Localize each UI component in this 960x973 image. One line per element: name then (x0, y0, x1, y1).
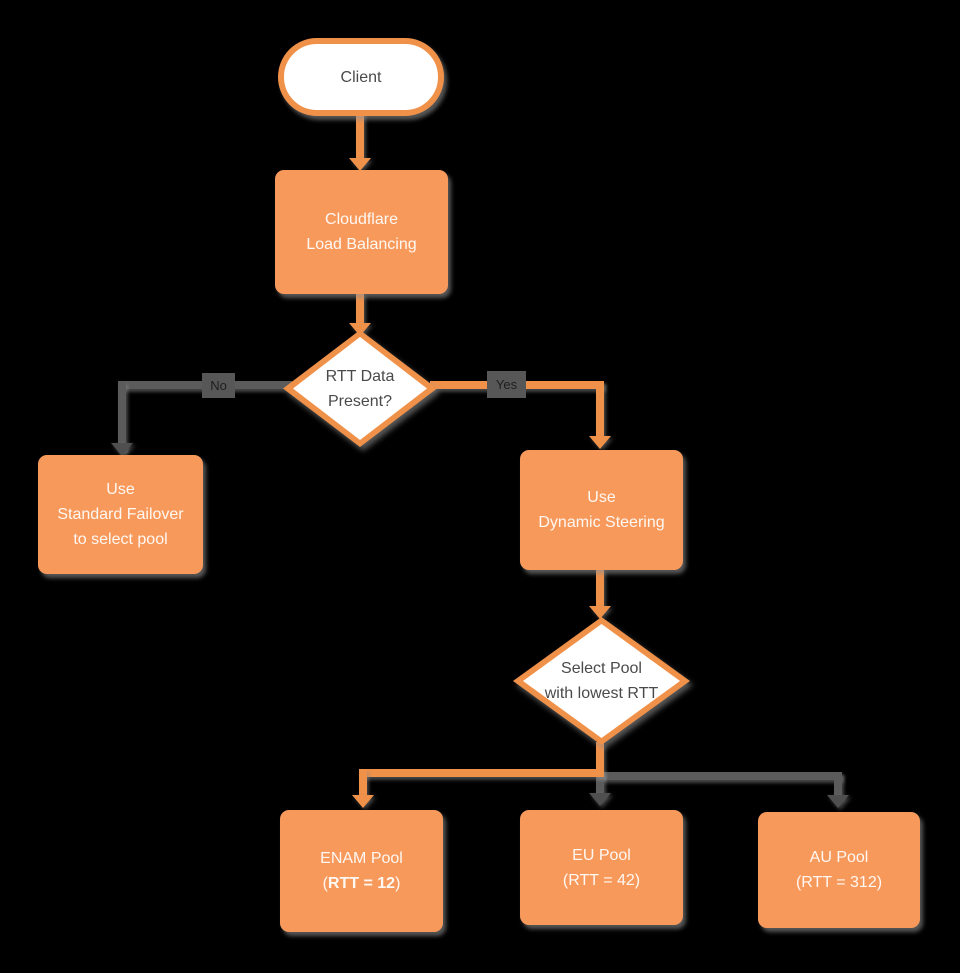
dynamic-steering-line2: Dynamic Steering (538, 514, 665, 531)
select-pool-line1: Select Pool (561, 660, 642, 677)
node-au-pool: AU Pool (RTT = 312) (758, 812, 920, 928)
dynamic-steering-line1: Use (587, 489, 616, 506)
enam-pool-line1: ENAM Pool (320, 850, 403, 867)
enam-pool-paren-close: ) (395, 875, 401, 892)
edge-label-no-text: No (210, 378, 227, 393)
rtt-decision-line1: RTT Data (325, 367, 395, 385)
edge-to-eu-vertical (596, 772, 604, 796)
arrowhead-to-rtt-decision (349, 323, 371, 336)
edge-label-no: No (202, 373, 235, 398)
arrowhead-to-standard-failover (111, 443, 133, 456)
node-client: Client (278, 38, 444, 116)
arrowhead-to-eu-pool (589, 793, 611, 806)
edge-steering-to-select (596, 568, 604, 610)
standard-failover-line2: Standard Failover (57, 506, 184, 523)
edge-to-enam-vertical (359, 769, 367, 799)
edge-no-vertical (118, 381, 126, 451)
eu-pool-line2: (RTT = 42) (562, 871, 641, 889)
edge-to-au-horizontal (600, 772, 842, 780)
rtt-decision-text: RTT Data Present? (283, 330, 437, 447)
au-pool-line1: AU Pool (809, 849, 869, 866)
edge-label-yes-text: Yes (495, 377, 518, 392)
arrowhead-to-au-pool (827, 795, 849, 808)
enam-pool-rtt-value: RTT = 12 (327, 875, 396, 892)
enam-pool-paren-open: ( (322, 875, 328, 892)
edge-to-au-vertical (834, 772, 842, 798)
edge-yes-vertical (596, 381, 604, 439)
arrowhead-to-enam-pool (352, 795, 374, 808)
node-enam-pool: ENAM Pool (RTT = 12) (280, 810, 443, 932)
edge-to-enam-horizontal (359, 769, 604, 777)
node-client-label: Client (340, 68, 382, 86)
node-load-balancing-line1: Cloudflare (325, 211, 398, 228)
edge-lb-to-rtt (356, 292, 364, 326)
arrowhead-to-select-pool (589, 606, 611, 619)
node-select-pool: Select Pool with lowest RTT (513, 617, 690, 745)
node-dynamic-steering: Use Dynamic Steering (520, 450, 683, 570)
arrowhead-to-dynamic-steering (589, 436, 611, 449)
edge-label-yes: Yes (487, 371, 526, 398)
node-rtt-decision: RTT Data Present? (283, 330, 437, 447)
arrowhead-to-lb (349, 158, 371, 171)
edge-select-down (596, 742, 604, 777)
rtt-decision-line2: Present? (327, 392, 393, 410)
select-pool-text: Select Pool with lowest RTT (513, 617, 690, 745)
node-eu-pool: EU Pool (RTT = 42) (520, 810, 683, 925)
standard-failover-line1: Use (106, 481, 135, 498)
eu-pool-line1: EU Pool (572, 846, 631, 864)
select-pool-line2: with lowest RTT (544, 685, 659, 702)
node-load-balancing: Cloudflare Load Balancing (275, 170, 448, 294)
node-load-balancing-line2: Load Balancing (306, 236, 417, 253)
standard-failover-line3: to select pool (73, 531, 168, 548)
enam-pool-line2: (RTT = 12) (323, 871, 401, 896)
edge-client-to-lb (356, 108, 364, 162)
au-pool-line2: (RTT = 312) (795, 874, 883, 891)
node-standard-failover: Use Standard Failover to select pool (38, 455, 203, 574)
